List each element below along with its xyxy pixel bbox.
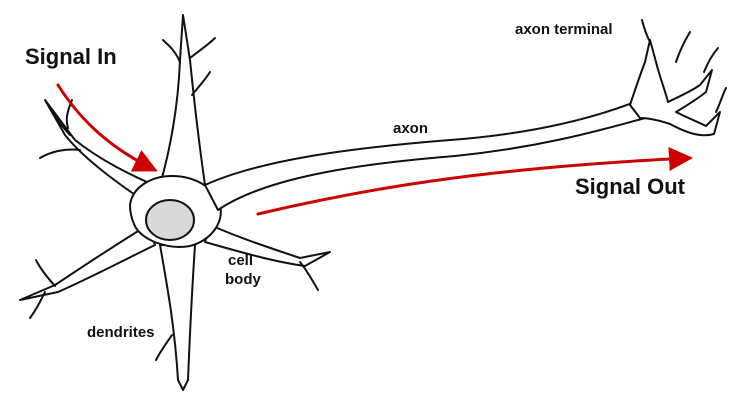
axon-terminal-label: axon terminal xyxy=(515,21,613,38)
axon-terminal xyxy=(630,40,720,135)
axon-label: axon xyxy=(393,120,428,137)
axon-terminal-branch4 xyxy=(676,32,690,62)
dendrites-label: dendrites xyxy=(87,324,155,341)
dendrite-bottom-branch1 xyxy=(156,335,172,360)
dendrite-lower-right-branch1 xyxy=(300,262,318,290)
dendrite-lower-right xyxy=(205,225,330,266)
dendrite-lower-left xyxy=(20,225,155,300)
dendrite-top-branch-right xyxy=(190,38,215,58)
dendrite-top-branch-left xyxy=(163,40,180,62)
dendrite-bottom xyxy=(160,245,195,390)
nucleus xyxy=(146,200,194,240)
signal-in-label: Signal In xyxy=(25,44,117,69)
cell-body-label-line1: cell xyxy=(228,252,253,269)
dendrite-top xyxy=(160,15,205,185)
dendrite-upper-left-branch2 xyxy=(40,149,80,158)
dendrite-top-branch-right2 xyxy=(192,72,210,95)
signal-out-label: Signal Out xyxy=(575,174,686,199)
axon-terminal-branch2 xyxy=(704,48,718,72)
axon-terminal-branch1 xyxy=(642,20,650,42)
dendrite-lower-left-branch1 xyxy=(36,260,55,286)
axon-terminal-branch3 xyxy=(716,88,726,112)
signal-in-arrow xyxy=(58,85,155,170)
cell-body-label-line2: body xyxy=(225,271,261,288)
